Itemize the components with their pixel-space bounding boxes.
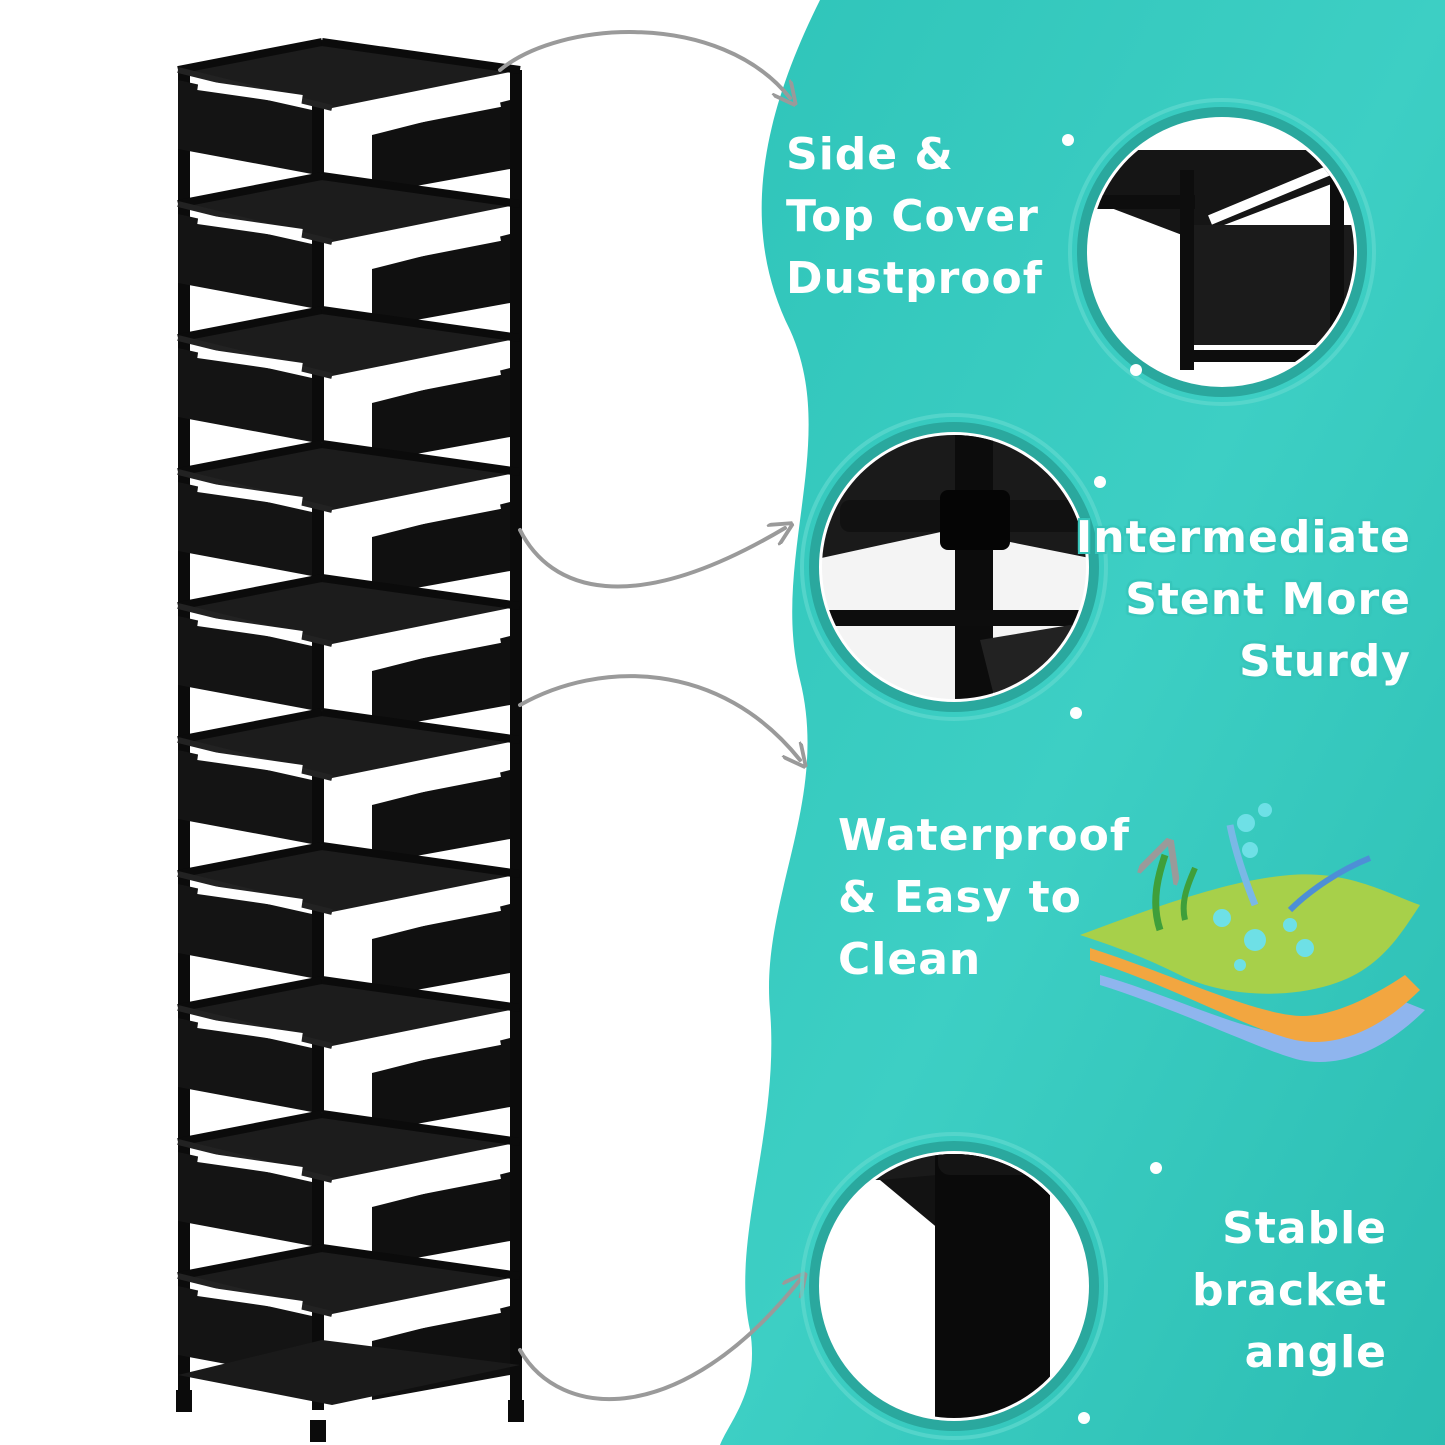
rack-gap (381, 901, 501, 934)
rack-bar (321, 708, 521, 744)
rack-foot (508, 1400, 524, 1422)
rack-bar (177, 440, 323, 476)
rack-side-panel-right (372, 904, 510, 998)
rack-gap (381, 1303, 501, 1336)
rack-bar (321, 842, 521, 878)
rack-side-panel-left (178, 1152, 312, 1246)
arrow-3 (518, 674, 800, 760)
rack-bar (177, 976, 323, 1012)
rack-bar (321, 440, 521, 476)
rack-bar (321, 38, 521, 74)
rack-side-panel-right (372, 770, 510, 864)
rack-gap (381, 767, 501, 800)
waterproof-layers-illustration (1080, 803, 1425, 1062)
feature-stable-line-3: angle (1244, 1327, 1387, 1378)
rack-foot (176, 1390, 192, 1412)
rack-bottom-shelf (178, 1340, 520, 1405)
rack-bar (177, 574, 323, 610)
rack-bar (177, 708, 323, 744)
rack-gap (381, 97, 501, 130)
rack-side-panel-right (372, 636, 510, 730)
feature-dustproof: Side & Top Cover Dustproof (786, 124, 1043, 310)
feature-waterproof-line-2: & Easy to (838, 872, 1082, 923)
detail-circle-stable (800, 1132, 1162, 1440)
feature-waterproof-line-1: Waterproof (838, 810, 1131, 861)
detail-circle-sturdy (800, 413, 1108, 721)
rack-bar (321, 306, 521, 342)
rack-gap (381, 1169, 501, 1202)
rack-side-panel-right (372, 368, 510, 462)
rack-gap (197, 348, 303, 373)
rack-gap (197, 1152, 303, 1177)
rack-bar (177, 1244, 323, 1280)
rack-gap (197, 482, 303, 507)
rack-gap (197, 80, 303, 105)
rack-gap (197, 1286, 303, 1311)
rack-side-panel-right (372, 100, 510, 194)
rack-bar (321, 574, 521, 610)
feature-stable-line-2: bracket (1192, 1265, 1387, 1316)
rack-gap (197, 1018, 303, 1043)
rack-gap (197, 750, 303, 775)
feature-waterproof-line-3: Clean (838, 934, 982, 985)
rack-side-panel-left (178, 616, 312, 710)
rack-side-panel-left (178, 1018, 312, 1112)
shoe-rack (176, 38, 524, 1442)
rack-bar (177, 306, 323, 342)
rack-side-panel-right (372, 1038, 510, 1132)
rack-bar (177, 842, 323, 878)
arrow-4 (518, 1280, 800, 1401)
rack-foot (310, 1420, 326, 1442)
rack-gap (197, 884, 303, 909)
pointer-arrows (498, 30, 800, 1401)
rack-gap (381, 499, 501, 532)
rack-gap (197, 214, 303, 239)
rack-bar (321, 172, 521, 208)
rack-gap (197, 616, 303, 641)
rack-bar (177, 38, 323, 74)
rack-gap (381, 1035, 501, 1068)
rack-bar (321, 976, 521, 1012)
feature-sturdy: Intermediate Stent More Sturdy (1076, 507, 1411, 693)
feature-dustproof-line-3: Dustproof (786, 253, 1043, 304)
arrow-2 (518, 528, 785, 589)
feature-sturdy-line-2: Stent More (1125, 574, 1411, 625)
rack-side-panel-left (178, 348, 312, 442)
feature-dustproof-line-2: Top Cover (786, 191, 1039, 242)
rack-side-panel-left (178, 482, 312, 576)
feature-waterproof: Waterproof & Easy to Clean (838, 805, 1130, 991)
rack-bar (177, 172, 323, 208)
rack-side-panel-right (372, 234, 510, 328)
rack-side-panel-left (178, 884, 312, 978)
rack-bar (177, 1110, 323, 1146)
feature-dustproof-line-1: Side & (786, 129, 954, 180)
rack-gap (381, 231, 501, 264)
feature-stable: Stable bracket angle (1192, 1198, 1387, 1384)
rack-gap (381, 633, 501, 666)
rack-side-panel-right (372, 502, 510, 596)
detail-circle-dustproof (1062, 98, 1376, 406)
feature-sturdy-line-1: Intermediate (1075, 512, 1411, 563)
rack-gap (381, 365, 501, 398)
rack-side-panel-right (372, 1172, 510, 1266)
rack-bar (321, 1110, 521, 1146)
rack-side-panel-left (178, 214, 312, 308)
feature-sturdy-line-3: Sturdy (1239, 636, 1411, 687)
feature-stable-line-1: Stable (1222, 1203, 1387, 1254)
arrow-1 (498, 30, 790, 98)
rack-bar (321, 1244, 521, 1280)
rack-side-panel-left (178, 80, 312, 174)
rack-side-panel-left (178, 750, 312, 844)
